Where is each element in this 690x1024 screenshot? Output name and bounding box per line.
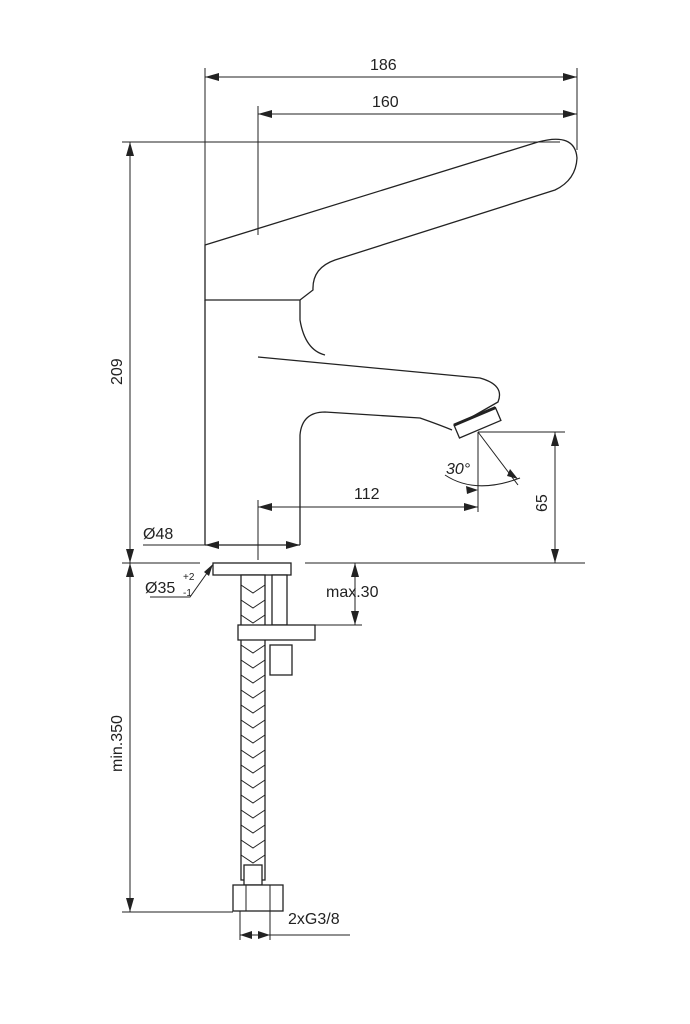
dim-min-350: min.350: [109, 715, 126, 772]
dim-angle: 30°: [446, 461, 471, 478]
dim-112: 112: [354, 486, 380, 503]
dimension-lines: [126, 73, 577, 939]
tolerance-minus: -1: [183, 588, 192, 599]
connection-nut: [232, 884, 284, 912]
dim-max-30: max.30: [326, 584, 379, 601]
faucet-outline: [204, 138, 578, 912]
dim-186: 186: [370, 57, 397, 74]
threaded-rod: [271, 574, 288, 626]
dim-65: 65: [534, 494, 551, 512]
dim-connection: 2xG3/8: [288, 911, 340, 928]
fixing-nut: [269, 644, 293, 676]
extension-lines: [122, 68, 585, 940]
dim-diameter-48: Ø48: [143, 526, 173, 543]
dim-diameter-35: Ø35: [145, 580, 175, 597]
dim-209: 209: [109, 358, 126, 385]
tolerance-plus: +2: [183, 572, 195, 583]
fixing-plate: [237, 624, 316, 641]
dim-160: 160: [372, 94, 399, 111]
